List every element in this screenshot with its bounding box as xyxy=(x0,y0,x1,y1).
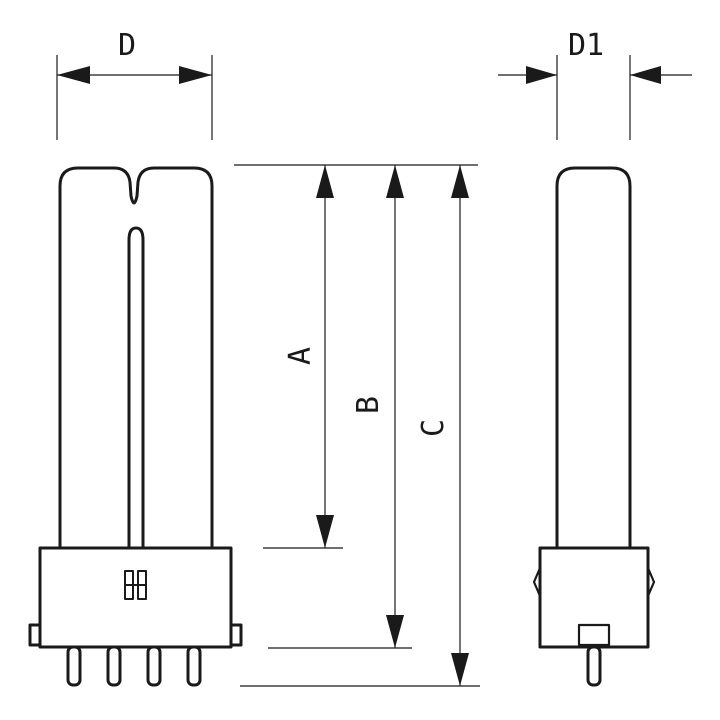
side-pin xyxy=(586,645,602,687)
c-arrow-bottom xyxy=(451,653,469,686)
d1-arrow-right xyxy=(630,66,661,84)
side-view xyxy=(532,166,656,687)
front-tube-slot xyxy=(127,226,145,550)
front-pin-4 xyxy=(186,645,202,687)
b-arrow-bottom xyxy=(386,615,404,648)
side-base-clip-right xyxy=(646,566,656,598)
front-base-tab-left xyxy=(28,623,42,647)
b-arrow-top xyxy=(386,165,404,198)
dimension-d: D xyxy=(56,28,213,140)
front-pin-2 xyxy=(106,645,122,687)
a-arrow-top xyxy=(316,165,334,198)
label-d: D xyxy=(118,28,136,63)
base-marking-icon xyxy=(124,570,147,600)
front-base-tab-right xyxy=(229,623,243,647)
d-arrow-right xyxy=(179,66,212,84)
c-arrow-top xyxy=(451,165,469,198)
front-tube-outline xyxy=(58,166,214,550)
side-base-key xyxy=(577,623,611,647)
front-pin-1 xyxy=(66,645,82,687)
side-base-clip-left xyxy=(532,566,542,598)
dimension-c: C xyxy=(416,165,469,686)
front-base xyxy=(38,546,233,649)
label-b: B xyxy=(351,396,386,414)
dimension-b: B xyxy=(351,165,404,648)
label-a: A xyxy=(283,347,318,365)
a-arrow-bottom xyxy=(316,515,334,548)
d1-arrow-left xyxy=(526,66,557,84)
label-d1: D1 xyxy=(568,28,604,63)
dimension-a: A xyxy=(283,165,334,548)
side-tube-outline xyxy=(555,166,632,550)
d-arrow-left xyxy=(57,66,90,84)
front-view xyxy=(28,166,243,687)
label-c: C xyxy=(416,419,451,437)
front-pin-3 xyxy=(146,645,162,687)
dimension-d1: D1 xyxy=(498,28,692,140)
side-base xyxy=(538,546,650,649)
